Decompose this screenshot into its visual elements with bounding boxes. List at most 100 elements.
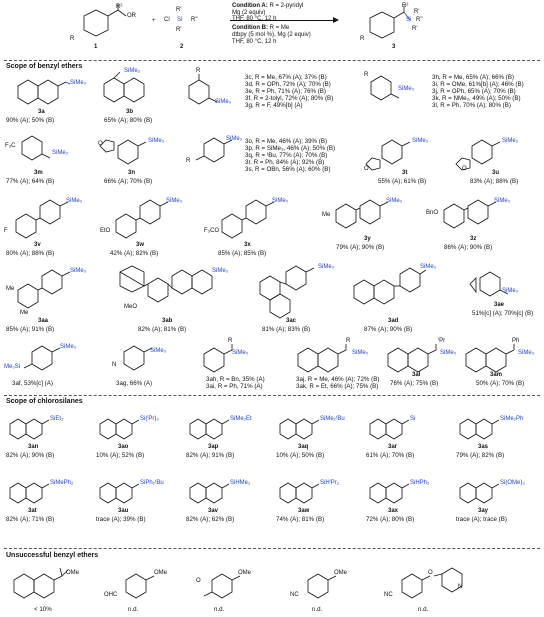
3m-si: SiMe₃: [52, 150, 69, 156]
unsucc-1-ome: OMe: [66, 570, 80, 576]
compound-1-label: 1: [94, 44, 98, 50]
3v-f: F: [4, 228, 8, 234]
3ak-line: 3ak, R = Et, 66% (A); 75% (B): [296, 383, 379, 390]
3aq-yield: 10% (A); 50% (B): [276, 452, 325, 459]
3ad-structure: [353, 267, 427, 305]
cl-label: Cl: [164, 17, 170, 23]
unsucc-4-ome: OMe: [334, 570, 348, 576]
3v-yield: 80% (A); 88% (B): [6, 250, 55, 257]
3as-label: 3as: [478, 444, 489, 450]
3w-structure: [115, 199, 169, 239]
3ab-yield: 82% (A); 81% (B): [138, 326, 187, 333]
3ay-silyl: Si(OMe)₃: [500, 480, 525, 486]
3aj-structure: [297, 344, 347, 373]
r-prime-bottom: R': [176, 27, 182, 33]
3ag-yield: 3ag, 66% (A): [116, 380, 153, 387]
3at-silyl: SiMePh₂: [50, 480, 74, 486]
unsucc-5-n: N: [458, 584, 463, 590]
3ay-label: 3ay: [478, 508, 489, 514]
3q-line: 3q, R = ᵗBu, 77% (A); 70% (B): [245, 152, 328, 159]
unsucc-2-structure: [125, 573, 155, 599]
3ab-label: 3ab: [162, 318, 173, 324]
3z-yield: 86% (A); 90% (B): [444, 244, 493, 251]
3ae-si: SiMe₃: [502, 288, 519, 294]
unsucc-1-structure: [13, 567, 69, 599]
3y-si: SiMe₃: [386, 198, 403, 204]
3v-si: SiMe₃: [66, 198, 83, 204]
3av-silyl: SiHMe₂: [230, 480, 251, 486]
3an-yield: 82% (A); 90% (B): [6, 452, 55, 459]
unsucc-1-result: < 10%: [34, 606, 52, 613]
3c-structure: [188, 74, 218, 105]
unsucc-3-ketone: O: [196, 578, 201, 584]
or-label: OR: [127, 13, 136, 19]
3w-eto: EtO: [100, 228, 111, 234]
3ay-structure: [459, 482, 500, 504]
3ae-yield: 51%[c] (A); 70%[c] (B): [472, 310, 534, 317]
compound-3-structure: [369, 6, 411, 39]
3m-yield: 77% (A); 64% (B): [6, 178, 55, 185]
unsucc-4-result: n.d.: [312, 606, 323, 613]
3v-structure: [15, 199, 69, 239]
3as-silyl: SiMe₂Ph: [500, 416, 524, 422]
3r-line: 3r, R = Ph, 84% (A); 92% (B): [245, 159, 325, 166]
section-unsuccessful: Unsuccessful benzyl ethers: [6, 552, 99, 559]
condition-b-label: Condition B:: [232, 25, 268, 31]
3t-si: SiMe₃: [412, 138, 429, 144]
3ap-structure: [189, 418, 230, 440]
3y-yield: 79% (A); 90% (B): [336, 244, 385, 251]
3aa-structure: [17, 269, 71, 309]
3ac-label: 3ac: [286, 318, 297, 324]
3au-structure: [99, 482, 140, 504]
3g-line: 3g, R = F, 49%[b] (A): [245, 102, 303, 109]
3z-structure: [443, 199, 497, 229]
3aj-yield-group: 3aj, R = Me, 46% (A); 72% (B) 3ak, R = E…: [296, 376, 379, 390]
3u-structure: [455, 139, 501, 171]
3aw-structure: [279, 482, 320, 504]
3p-line: 3p, R = SiMe₃, 46% (A); 50% (B): [245, 145, 336, 152]
3t-structure: [365, 139, 411, 171]
3d-line: 3d, R = OPh, 72% (A); 70% (B): [245, 81, 331, 88]
3ay-yield: trace (A); trace (B): [456, 516, 507, 523]
condition-a-r: R = 2-pyridyl: [269, 3, 304, 9]
unsucc-2-cho: OHC: [104, 592, 118, 598]
3w-label: 3w: [136, 242, 145, 248]
3am-ph: Ph: [512, 338, 520, 344]
3ac-structure: [259, 265, 315, 319]
unsucc-5-cn: NC: [384, 592, 393, 598]
condition-b-line3: THF, 80 °C, 12 h: [232, 39, 277, 45]
unsucc-4-structure: [307, 573, 337, 599]
3y-label: 3y: [364, 236, 371, 242]
3b-si: SiMe₃: [124, 68, 141, 74]
3n-structure: [99, 139, 147, 165]
3ap-silyl: SiMe₂Et: [230, 416, 252, 422]
3z-label: 3z: [470, 236, 477, 242]
3ag-n: N: [112, 362, 117, 368]
3ab-si: SiMe₃: [212, 268, 229, 274]
3an-label: 3an: [28, 444, 39, 450]
3av-label: 3av: [208, 508, 219, 514]
3al-ipr: ⁱPr: [438, 338, 446, 344]
3al-si: SiMe₃: [440, 350, 457, 356]
section-benzyl: Scope of benzyl ethers: [6, 63, 83, 70]
3m-structure: [21, 135, 51, 161]
r-double-prime: R'': [191, 17, 198, 23]
3ab-structure: [119, 265, 213, 303]
3o-si: SiMe₃: [226, 136, 243, 142]
3m-cf3: F₃C: [5, 143, 16, 149]
section-chloro: Scope of chlorosilanes: [6, 398, 83, 405]
3s-line: 3s, R = OBn, 56% (A); 60% (B): [245, 166, 331, 173]
3ad-si: SiMe₃: [420, 264, 437, 270]
3x-label: 3x: [244, 242, 251, 248]
3o-r: R: [186, 158, 191, 164]
3k-line: 3k, R = NMe₂, 49% (A); 50% (B): [432, 95, 521, 102]
3a-si: SiMe₃: [70, 80, 87, 86]
reaction-arrow: [230, 20, 336, 21]
3a-label: 3a: [38, 109, 45, 115]
3a-structure: [17, 79, 71, 105]
3am-label: 3am: [490, 372, 503, 378]
3ax-yield: 72% (A); 80% (B): [366, 516, 415, 523]
3aw-yield: 74% (A); 81% (B): [276, 516, 325, 523]
unsucc-2-ome: OMe: [154, 570, 168, 576]
3aa-me2: Me: [20, 310, 29, 316]
